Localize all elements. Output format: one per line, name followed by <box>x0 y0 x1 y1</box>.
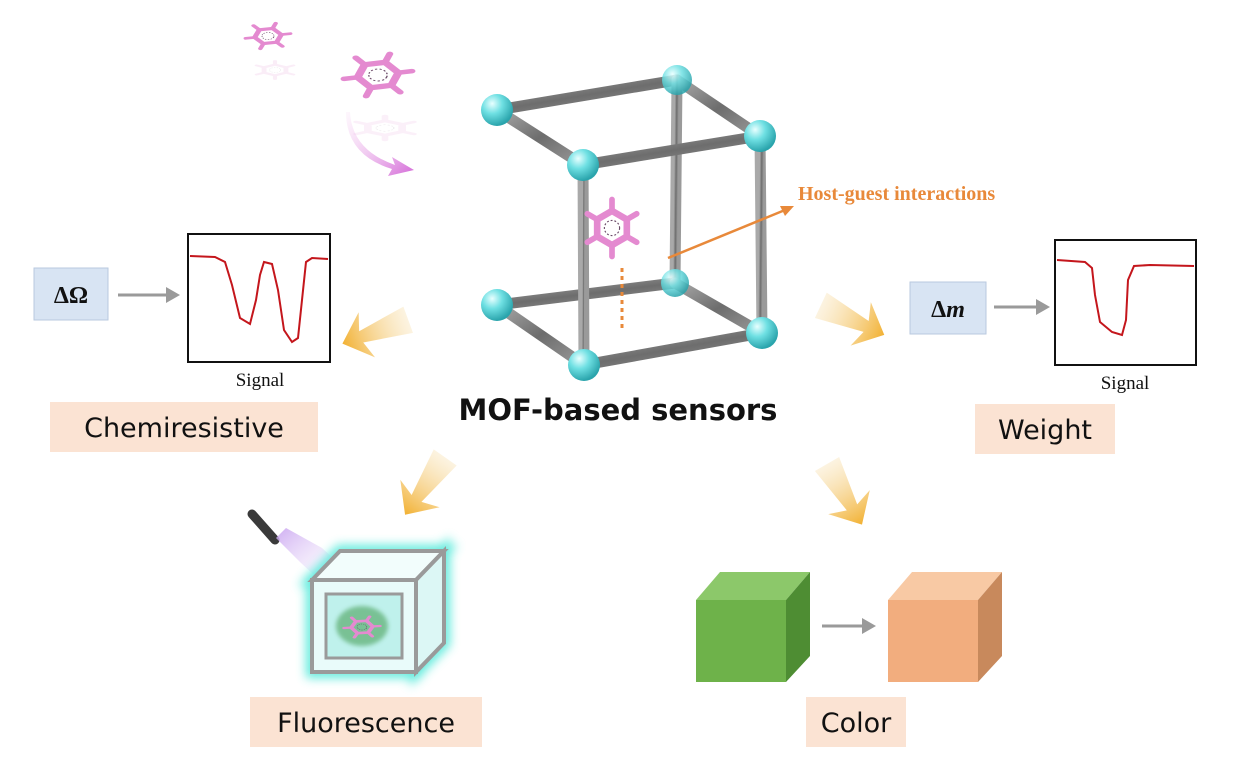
incoming-molecule-small <box>242 19 294 52</box>
fluorescent-cube <box>297 536 459 687</box>
arrow-to-chemiresistive <box>342 306 413 358</box>
weight-signal-trace <box>1056 259 1195 337</box>
orange-cube <box>888 572 1002 682</box>
chemiresistive-arrow <box>118 287 180 303</box>
node-front-bottom-left <box>568 349 600 381</box>
arrow-to-fluorescence <box>400 449 457 515</box>
chemiresistive-signal-trace <box>189 255 329 344</box>
incoming-molecule-large <box>338 47 418 103</box>
chemiresistive-label-bg <box>50 402 318 452</box>
weight-arrow <box>994 299 1050 315</box>
mof-cube-frame <box>491 74 768 371</box>
host-guest-arrow <box>667 206 794 260</box>
chemiresistive-signal-plot <box>187 233 331 363</box>
node-front-bottom-right <box>746 317 778 349</box>
node-front-top-left <box>567 149 599 181</box>
delta-m-var: m <box>946 297 965 323</box>
weight-signal-label: Signal <box>1101 373 1150 394</box>
delta-m-box <box>909 281 987 335</box>
delta-omega-symbol: ΔΩ <box>54 283 88 309</box>
fluorescence-label: Fluorescence <box>277 708 455 739</box>
incoming-molecule-large-reflection <box>356 116 413 140</box>
host-guest-label: Host-guest interactions <box>798 183 995 205</box>
guest-molecule <box>587 200 636 257</box>
mof-nodes <box>481 65 778 381</box>
fluorescence-label-bg <box>250 697 482 747</box>
color-label: Color <box>821 708 892 739</box>
arrow-to-color <box>814 457 870 525</box>
delta-m-delta: Δ <box>931 297 946 323</box>
weight-label-bg <box>975 404 1115 454</box>
node-front-top-right <box>744 120 776 152</box>
green-cube <box>696 572 810 682</box>
chemiresistive-signal-label: Signal <box>236 370 285 391</box>
color-label-bg <box>806 697 906 747</box>
node-back-top-right <box>662 65 692 95</box>
color-change-arrow <box>822 618 876 634</box>
node-bottom-left <box>481 289 513 321</box>
arrow-to-weight <box>814 292 885 346</box>
delta-m-symbol: Δm <box>931 297 965 323</box>
node-top-left <box>481 94 513 126</box>
node-back-bottom-right <box>661 269 689 297</box>
mof-sensors-title: MOF-based sensors <box>459 393 778 427</box>
weight-signal-plot <box>1054 239 1197 366</box>
weight-label: Weight <box>998 415 1092 446</box>
incoming-purple-arrow <box>346 112 414 176</box>
chemiresistive-label: Chemiresistive <box>84 413 284 444</box>
incoming-molecule-small-reflection <box>257 61 293 79</box>
delta-omega-box <box>33 267 109 321</box>
